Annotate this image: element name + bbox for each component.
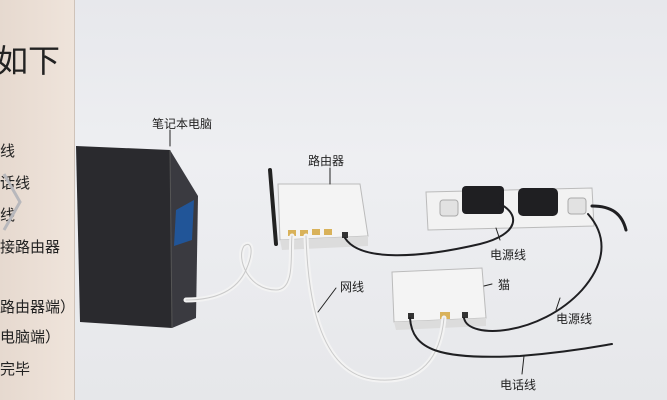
side-line: 线: [0, 142, 16, 160]
laptop: [76, 146, 198, 329]
label-network-cable: 网线: [340, 280, 365, 294]
side-line: 路由器端）: [0, 298, 76, 316]
label-power-cable-router: 电源线: [490, 248, 527, 262]
label-laptop: 笔记本电脑: [152, 117, 213, 131]
chevron-right-icon[interactable]: [0, 170, 24, 234]
side-line: 完毕: [0, 360, 31, 378]
cables: [169, 129, 628, 383]
label-power-cable-modem: 电源线: [556, 312, 593, 326]
label-modem: 猫: [498, 278, 511, 292]
label-phone-line: 电话线: [500, 378, 537, 392]
side-line: 接路由器: [0, 238, 61, 256]
router: [268, 168, 369, 250]
modem: [391, 267, 487, 330]
side-instructions-panel: 如下 线 话线 线 接路由器 路由器端） 电脑端） 完毕: [0, 0, 75, 400]
power-strip: [425, 186, 595, 231]
side-heading: 如下: [0, 42, 61, 80]
side-line: 电脑端）: [0, 328, 61, 346]
label-router: 路由器: [308, 154, 345, 168]
